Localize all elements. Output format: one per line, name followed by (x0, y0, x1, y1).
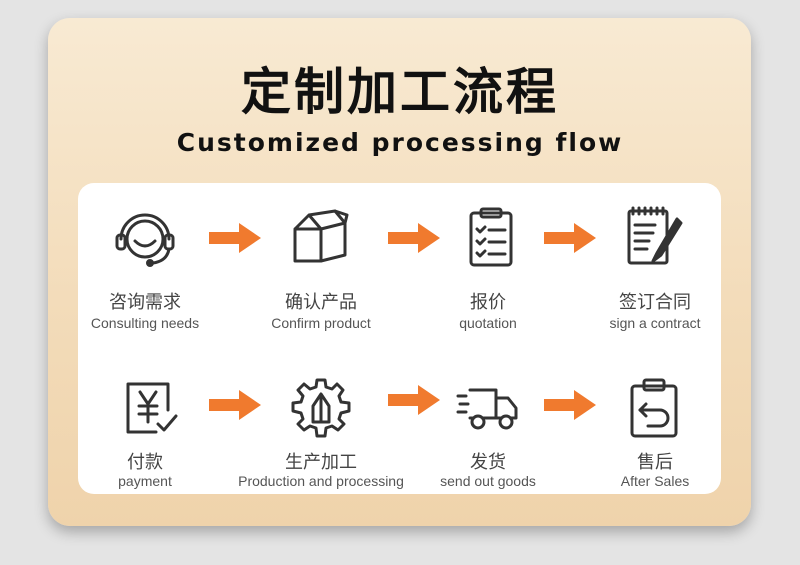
step-label-en: Consulting needs (90, 315, 200, 331)
delivery-truck-icon (456, 376, 520, 440)
flow-arrow (544, 390, 596, 420)
step-label-en: quotation (459, 315, 517, 331)
step-label-cn: 生产加工 (285, 452, 357, 473)
step-label-cn: 发货 (470, 452, 506, 473)
step-label-cn: 报价 (470, 292, 506, 313)
step-label-en: send out goods (440, 473, 536, 489)
clipboard-checklist-icon (459, 205, 523, 269)
step-label-cn: 确认产品 (285, 292, 357, 313)
page-title: 定制加工流程 (241, 63, 559, 121)
step-label-cn: 咨询需求 (109, 292, 181, 313)
contract-pen-icon (621, 205, 685, 269)
return-clipboard-icon (622, 376, 686, 440)
flow-arrow (209, 223, 261, 253)
step-label-cn: 售后 (637, 452, 673, 473)
page-subtitle: Customized processing flow (176, 128, 624, 157)
flow-arrow (388, 223, 440, 253)
box-icon (289, 205, 353, 269)
gear-icon (289, 376, 353, 440)
flow-arrow (544, 223, 596, 253)
step-label-en: sign a contract (609, 315, 701, 331)
headset-icon (113, 205, 177, 269)
flow-arrow (209, 390, 261, 420)
step-label-cn: 付款 (127, 452, 163, 473)
yen-payment-icon (118, 376, 182, 440)
step-label-en: Production and processing (238, 473, 404, 489)
flow-arrow (388, 385, 440, 415)
step-label-en: After Sales (620, 473, 690, 489)
step-label-en: payment (118, 473, 172, 489)
step-label-en: Confirm product (271, 315, 371, 331)
step-label-cn: 签订合同 (619, 292, 691, 313)
